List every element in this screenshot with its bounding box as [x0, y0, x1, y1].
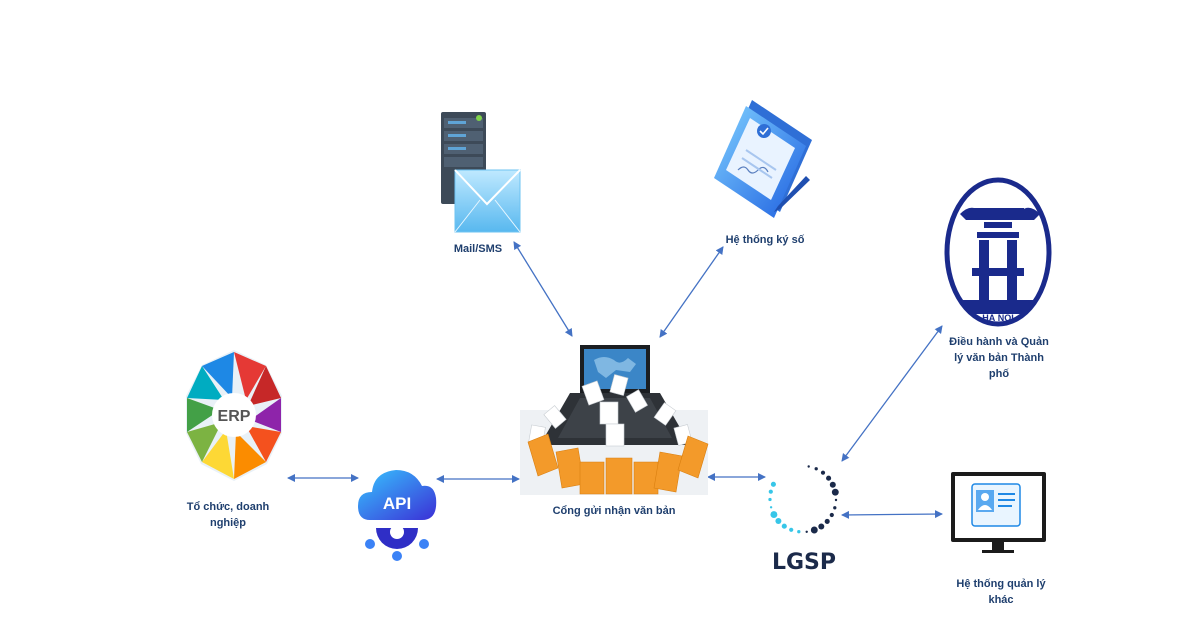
erp-label: Tổ chức, doanh nghiệp [186, 501, 270, 529]
lgsp-dot [824, 518, 830, 524]
api-logo-text: API [383, 494, 411, 513]
erp-logo-text: ERP [218, 408, 251, 425]
lgsp-dot [775, 518, 782, 524]
api-cloud-icon: API [358, 470, 437, 561]
lgsp-dot [789, 527, 794, 532]
lgsp-dot [805, 530, 808, 533]
lgsp-dot [768, 489, 773, 494]
document-gateway-icon [520, 345, 709, 495]
connector-hanoi-lgsp [841, 325, 943, 462]
connectors [287, 241, 943, 519]
digital-signature-icon [714, 100, 812, 218]
erp-wheel-icon: ERP [186, 350, 282, 481]
gateway-label: Cổng gửi nhận văn bản [552, 505, 676, 517]
hanoi-emblem-text: HÀ NỘI [982, 312, 1014, 323]
lgsp-logo-icon: LGSP [768, 465, 839, 575]
lgsp-dot [829, 481, 836, 488]
lgsp-dot [833, 506, 837, 510]
hanoi-emblem-icon: HÀ NỘI [944, 177, 1052, 327]
lgsp-dot [797, 530, 801, 534]
lgsp-dot [769, 506, 773, 509]
mail-server-icon [441, 112, 521, 233]
connector-mail-gateway [513, 241, 573, 337]
lgsp-dot [826, 475, 832, 481]
lgsp-dot-ring [768, 465, 839, 534]
hanoi-label: Điều hành và Quản lý văn bản Thành phố [949, 336, 1049, 380]
lgsp-dot [810, 526, 818, 534]
connector-sign-gateway [659, 246, 724, 338]
lgsp-dot [834, 498, 838, 502]
connector-lgsp-other [841, 510, 943, 519]
lgsp-dot [814, 467, 818, 471]
lgsp-dot [768, 497, 772, 502]
lgsp-dot [781, 523, 787, 529]
lgsp-logo-text: LGSP [772, 550, 836, 575]
lgsp-dot [807, 465, 810, 468]
lgsp-dot [820, 470, 826, 475]
lgsp-dot [831, 488, 839, 496]
mail-label: Mail/SMS [453, 243, 503, 255]
monitor-profile-icon [951, 472, 1046, 553]
lgsp-dot [770, 511, 778, 519]
lgsp-dot [770, 481, 776, 487]
sign-label: Hệ thống ký số [725, 234, 805, 246]
lgsp-dot [829, 512, 834, 518]
lgsp-dot [818, 523, 825, 530]
other-label: Hệ thống quản lý khác [956, 578, 1046, 606]
